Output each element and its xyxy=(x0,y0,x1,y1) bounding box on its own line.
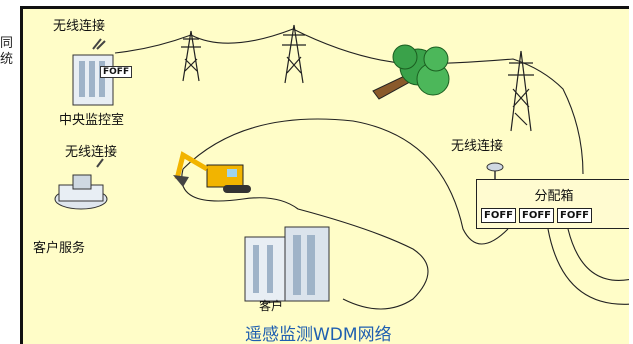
wireless-label-left: 无线连接 xyxy=(65,145,118,160)
customer-service-icon xyxy=(54,158,108,210)
central-foff-label: FOFF xyxy=(100,66,133,78)
power-tower-2 xyxy=(282,24,306,84)
cable-right-2 xyxy=(547,228,629,305)
foff-row: FOFF FOFF FOFF xyxy=(481,208,592,223)
side-char-2: 统 xyxy=(0,52,14,67)
aerial-cable xyxy=(114,28,584,175)
foff-unit-3: FOFF xyxy=(557,208,592,223)
satellite-dish-icon xyxy=(486,162,504,179)
diagram-canvas xyxy=(54,24,629,310)
customer-service-label: 客户服务 xyxy=(33,241,86,256)
central-building-icon xyxy=(72,38,114,106)
power-tower-1 xyxy=(181,30,201,82)
customer-label: 客户 xyxy=(259,299,284,313)
distribution-box-label: 分配箱 xyxy=(534,189,574,204)
customer-building-icon xyxy=(244,226,330,302)
diagram-title: 遥感监测WDM网络 xyxy=(245,325,392,344)
cable-right-1 xyxy=(567,228,629,281)
power-tower-3 xyxy=(508,50,534,132)
foff-unit-1: FOFF xyxy=(481,208,516,223)
distribution-box: 分配箱 FOFF FOFF FOFF xyxy=(476,179,629,229)
wireless-label-top: 无线连接 xyxy=(53,19,106,34)
central-room-label: 中央监控室 xyxy=(59,113,125,128)
side-char-1: 同 xyxy=(0,36,14,51)
wireless-label-right: 无线连接 xyxy=(451,139,504,154)
cable-loop-excavator xyxy=(181,168,429,310)
foff-unit-2: FOFF xyxy=(519,208,554,223)
excavator-icon xyxy=(173,151,251,193)
cable-to-excavator xyxy=(182,118,509,245)
side-label: 同 统 xyxy=(0,36,20,68)
network-diagram: 无线连接 FOFF 中央监控室 无线连接 客户服务 无线连接 客户 分配箱 FO… xyxy=(20,6,629,344)
fallen-tree-icon xyxy=(372,44,450,100)
